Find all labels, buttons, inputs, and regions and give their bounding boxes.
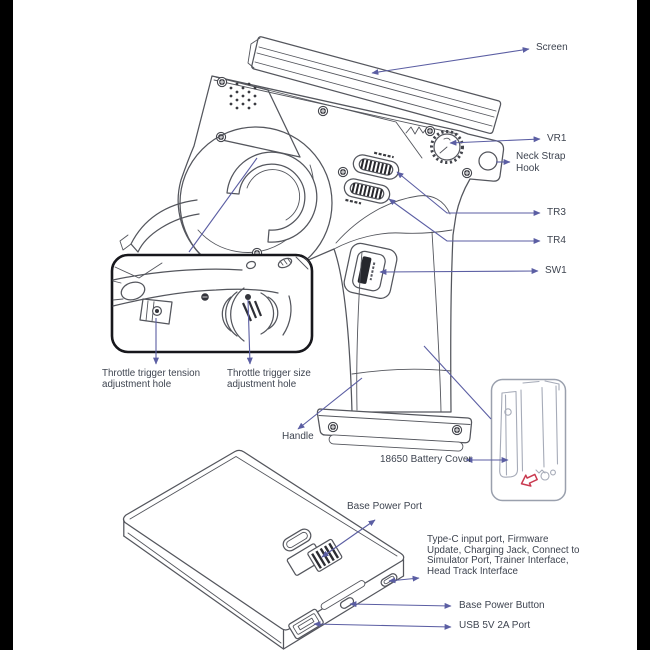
leader-type-c <box>388 575 420 584</box>
side-vent-slot <box>320 580 366 610</box>
label-type-c-line1: Type-C input port, Firmware <box>427 534 549 545</box>
label-throttle-size-line1: Throttle trigger size <box>227 368 311 379</box>
label-type-c-line4: Head Track Interface <box>427 566 518 578</box>
transmitter-drawing <box>119 36 505 452</box>
body <box>177 75 505 413</box>
leader-vr1 <box>449 136 541 146</box>
leader-trigger-inset <box>188 157 258 253</box>
base-station <box>122 449 405 650</box>
leader-base-power-port <box>321 519 376 558</box>
top-oval-slot <box>282 528 312 552</box>
trigger-inset-box <box>110 253 314 354</box>
label-throttle-size: Throttle trigger size adjustment hole <box>227 368 311 391</box>
battery-inset <box>490 378 567 502</box>
label-battery-cover: 18650 Battery Cover <box>380 454 472 465</box>
label-sw1: SW1 <box>545 265 567 276</box>
label-tr3: TR3 <box>547 207 566 218</box>
trigger-inset <box>110 253 314 354</box>
tr4-wheel <box>343 178 391 205</box>
label-throttle-tension-line1: Throttle trigger tension <box>102 368 201 379</box>
label-throttle-tension: Throttle trigger tension adjustment hole <box>102 368 201 391</box>
label-type-c-line2: Update, Charging Jack, Connect to <box>427 544 580 556</box>
label-handle: Handle <box>282 431 314 442</box>
label-tr4: TR4 <box>547 235 566 246</box>
trigger-inset-content <box>112 255 312 342</box>
leader-screen <box>371 47 530 75</box>
leader-lines <box>153 47 541 630</box>
usb-port <box>288 608 324 640</box>
label-neck-strap-hook-line1: Neck Strap <box>516 151 566 162</box>
leader-battery-inset <box>423 345 492 420</box>
leader-handle <box>297 377 363 430</box>
base-power-button <box>339 597 355 609</box>
sw1-switch <box>343 242 398 300</box>
speaker-grille <box>229 82 257 110</box>
label-neck-strap-hook: Neck Strap Hook <box>516 151 565 175</box>
leader-base-power-button <box>349 601 452 609</box>
label-vr1: VR1 <box>547 133 567 144</box>
battery-remove-arrow-icon <box>520 473 538 487</box>
label-neck-strap-hook-line2: Hook <box>516 163 540 174</box>
label-screen: Screen <box>536 42 568 53</box>
label-throttle-size-line2: adjustment hole <box>227 378 297 390</box>
leader-throttle-size <box>246 299 253 365</box>
label-base-power-button: Base Power Button <box>459 600 545 611</box>
neck-strap-hook <box>478 151 498 171</box>
label-base-power-port: Base Power Port <box>347 501 423 512</box>
leader-sw1 <box>379 268 539 275</box>
leader-tr4 <box>388 198 541 244</box>
leader-usb-port <box>313 621 452 630</box>
label-type-c: Type-C input port, Firmware Update, Char… <box>427 534 580 578</box>
letterbox-left <box>0 0 13 650</box>
base-plate <box>316 408 473 452</box>
letterbox-right <box>637 0 650 650</box>
grip <box>351 231 452 413</box>
screen-bar <box>247 36 502 134</box>
label-throttle-tension-line2: adjustment hole <box>102 378 172 390</box>
label-type-c-line3: Simulator Port, Trainer Interface, <box>427 555 569 567</box>
trigger-paddle <box>119 199 200 253</box>
label-usb-port: USB 5V 2A Port <box>459 620 531 631</box>
